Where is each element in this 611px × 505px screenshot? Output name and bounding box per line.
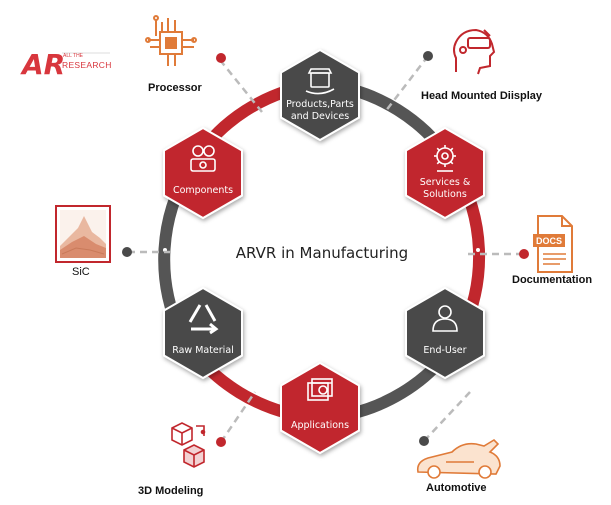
logo: AR ALL THE RESEARCH (20, 48, 112, 81)
recycle-icon (188, 304, 219, 335)
connector-dot-hmd (423, 51, 433, 61)
processor-icon (145, 15, 197, 66)
hexagon-shape (405, 126, 485, 220)
documentation-label: Documentation (512, 274, 593, 286)
hex-node-services: Services &Solutions (405, 126, 485, 220)
hexagon-shape (405, 286, 485, 380)
logo-small-text: ALL THE (63, 53, 84, 59)
hex-label-products: Products,Parts (286, 99, 354, 110)
hex-node-rawmaterial: Raw Material (163, 286, 243, 380)
3d-modeling-icon (171, 422, 206, 468)
docs-icon-text: DOCS (536, 236, 562, 246)
hex-label-services: Solutions (423, 189, 467, 200)
hex-label-products: and Devices (291, 111, 349, 122)
gear-service-icon (434, 145, 456, 172)
head-mounted-display-icon (453, 28, 496, 75)
hexagon-shape (280, 48, 360, 142)
logo-big-text: RESEARCH (62, 60, 112, 70)
window-gear-icon (307, 378, 333, 401)
connector-dot-processor (216, 53, 226, 63)
chip-components-icon (190, 145, 216, 172)
connector-dot-automotive (419, 436, 429, 446)
car-icon (416, 438, 501, 479)
sic-label: SiC (72, 266, 90, 278)
hex-label-enduser: End-User (423, 345, 466, 356)
connector-dot-modeling (216, 437, 226, 447)
hexagon-shape (163, 126, 243, 220)
connector-dots (122, 51, 529, 447)
hexagon-shape (280, 361, 360, 455)
docs-icon: DOCS (533, 215, 573, 273)
hex-node-components: Components (163, 126, 243, 220)
hex-label-components: Components (173, 185, 233, 196)
automotive-label: Automotive (426, 482, 487, 494)
hex-node-applications: Applications (280, 361, 360, 455)
connector-lines (128, 55, 522, 443)
connector-dot-sic (122, 247, 132, 257)
product-box-icon (305, 68, 335, 95)
processor-label: Processor (148, 82, 202, 94)
center-title: ARVR in Manufacturing (236, 244, 408, 262)
hexagon-shape (163, 286, 243, 380)
connector-dot-documentation (519, 249, 529, 259)
sic-image (55, 205, 111, 263)
logo-letters: AR (20, 48, 65, 81)
hex-label-services: Services & (420, 177, 471, 188)
user-icon (432, 305, 458, 332)
hmd-label: Head Mounted Diisplay (421, 90, 543, 102)
hex-node-enduser: End-User (405, 286, 485, 380)
hex-label-rawmaterial: Raw Material (172, 345, 234, 356)
modeling-label: 3D Modeling (138, 485, 204, 497)
hex-label-applications: Applications (291, 420, 349, 431)
